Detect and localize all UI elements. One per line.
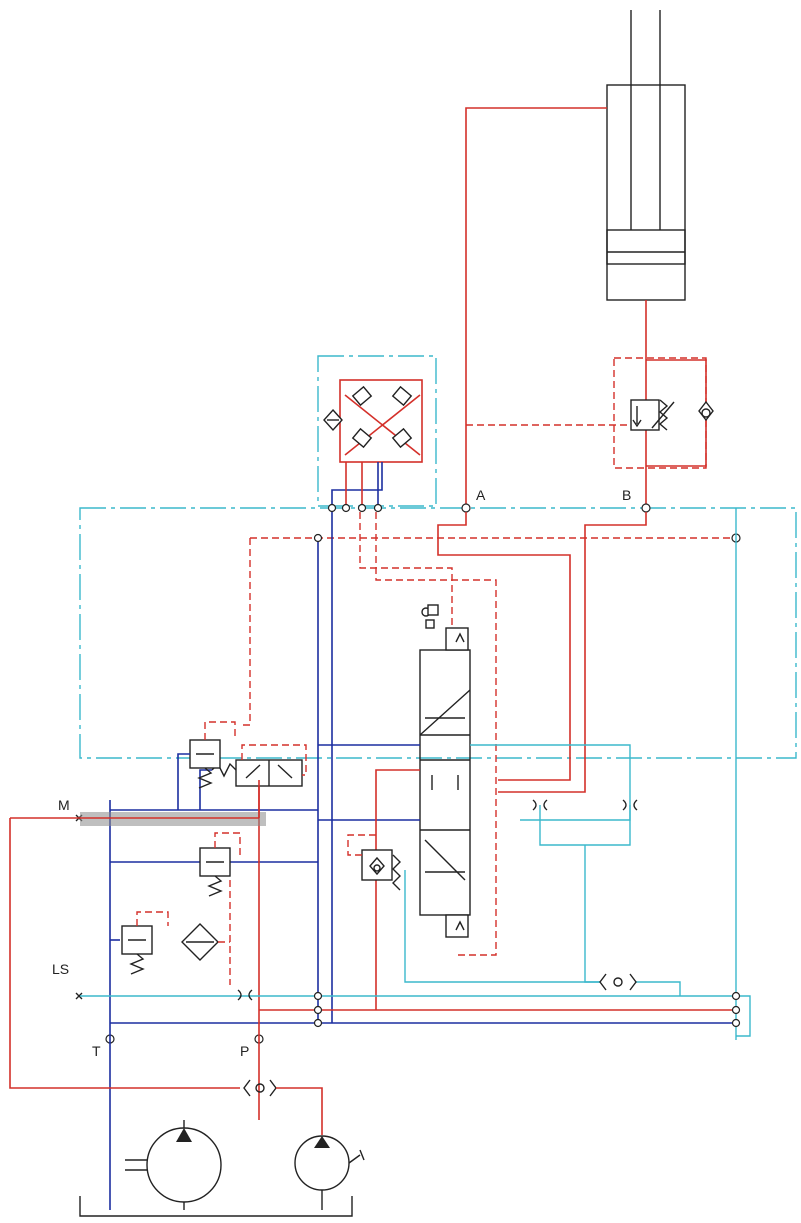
main-pump [125, 1120, 222, 1210]
pressure-reducing-valve [199, 744, 307, 810]
port-ls: LS [52, 961, 83, 1000]
solenoid-icon [421, 604, 439, 629]
line-b-to-valve [498, 512, 647, 793]
orifice-icon [237, 799, 638, 1001]
pressure-compensator [347, 834, 401, 891]
junction-points [313, 503, 741, 1028]
hydraulic-cylinder [606, 10, 686, 301]
filter [181, 923, 230, 961]
port-a-label: A [476, 487, 486, 503]
shuttle-valve-pump [243, 1079, 323, 1135]
line-a-to-valve [437, 512, 571, 781]
line-cylinder-a [465, 107, 607, 505]
port-b-label: B [622, 487, 631, 503]
pilot-module [323, 379, 423, 535]
valve-block-boundary [79, 507, 797, 759]
counterbalance-valve [466, 357, 714, 469]
port-t-label: T [92, 1043, 101, 1059]
port-ls-label: LS [52, 961, 69, 977]
proportional-directional-valve [419, 604, 471, 938]
tank [79, 1196, 353, 1217]
check-valve-icon [698, 400, 714, 422]
port-p-label: P [240, 1043, 249, 1059]
pressure-relief-valve-2 [199, 832, 241, 985]
pressure-relief-valve-3 [121, 911, 169, 975]
shuttle-valve [599, 973, 637, 991]
cartridge-valve-icon [351, 385, 413, 449]
pressure-relief-valve [177, 721, 236, 810]
hand-pump [294, 1135, 365, 1210]
port-m-label: M [58, 797, 70, 813]
m-gallery-highlight [80, 812, 266, 826]
pilot-module-boundary [317, 355, 437, 507]
filter-icon [323, 408, 343, 432]
